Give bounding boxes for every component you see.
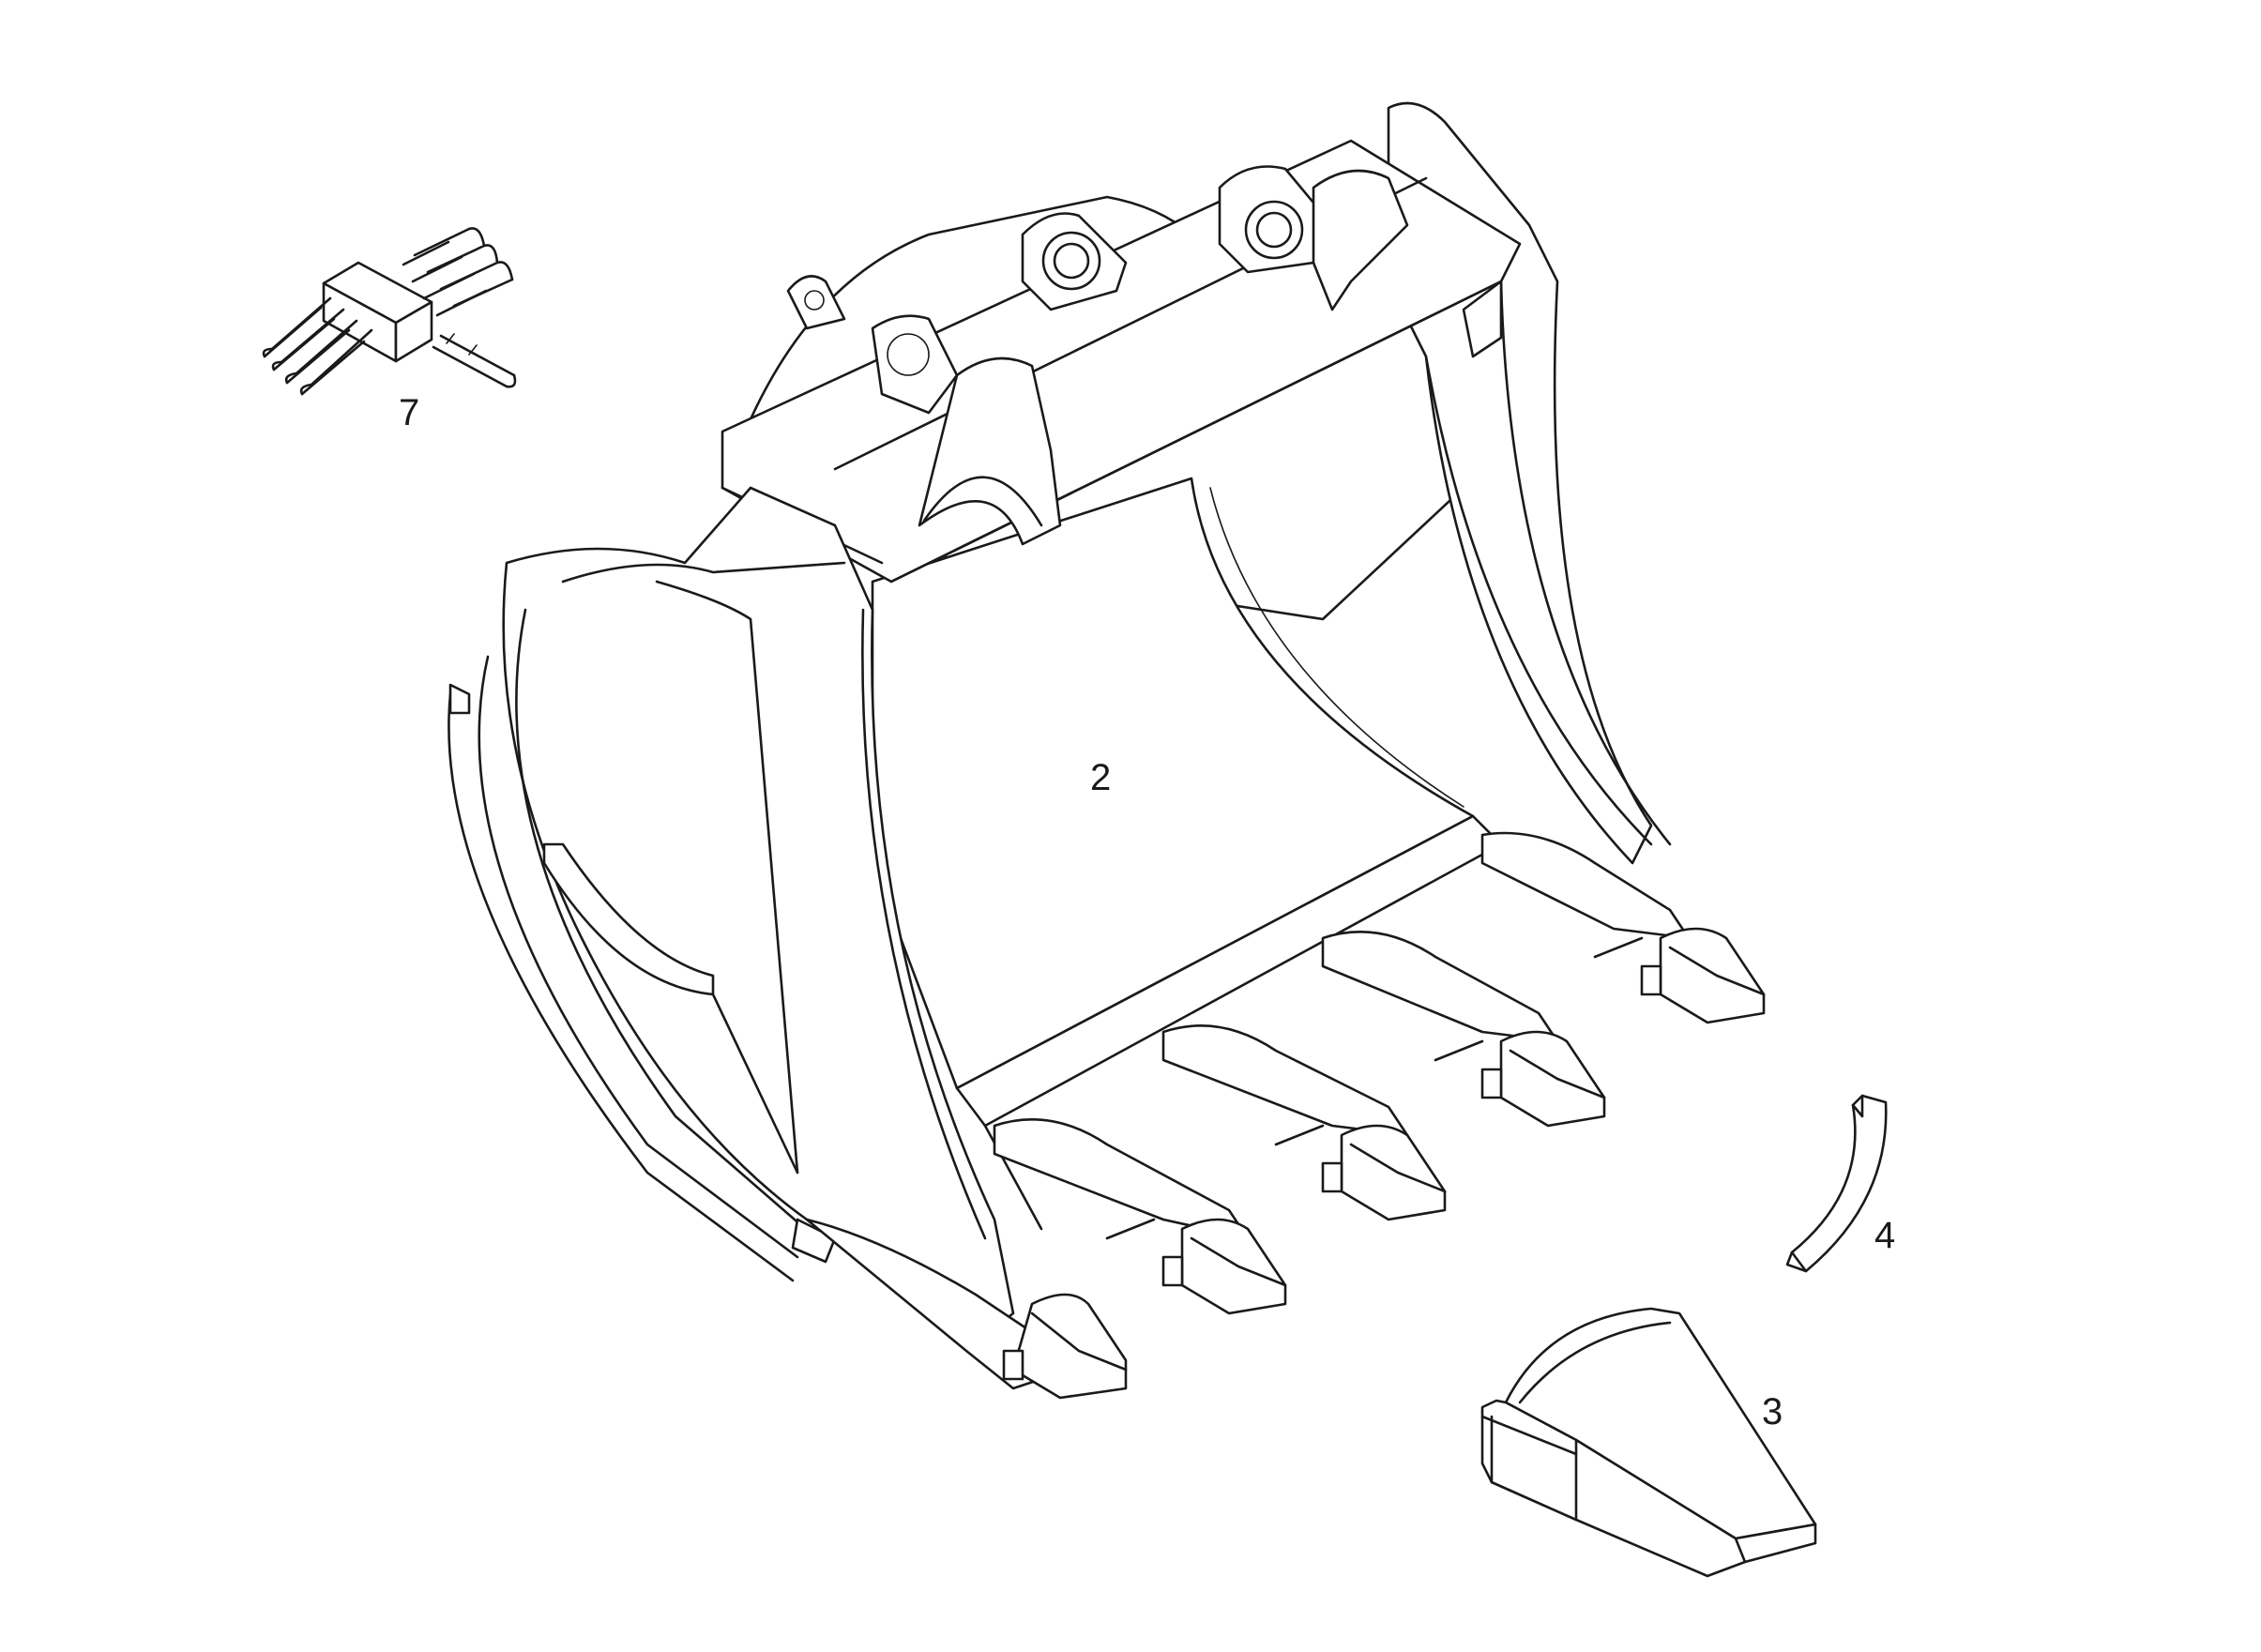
callout-item-7: 7: [399, 392, 419, 433]
callout-item-2: 2: [1090, 757, 1111, 798]
callout-item-3: 3: [1762, 1391, 1783, 1432]
retainer-part[interactable]: [1785, 1094, 1888, 1273]
bucket-part[interactable]: [448, 101, 1766, 1400]
tooth-tip-part[interactable]: [1480, 1307, 1817, 1578]
callout-item-4: 4: [1874, 1215, 1895, 1256]
hose-manifold-part[interactable]: [262, 227, 517, 396]
